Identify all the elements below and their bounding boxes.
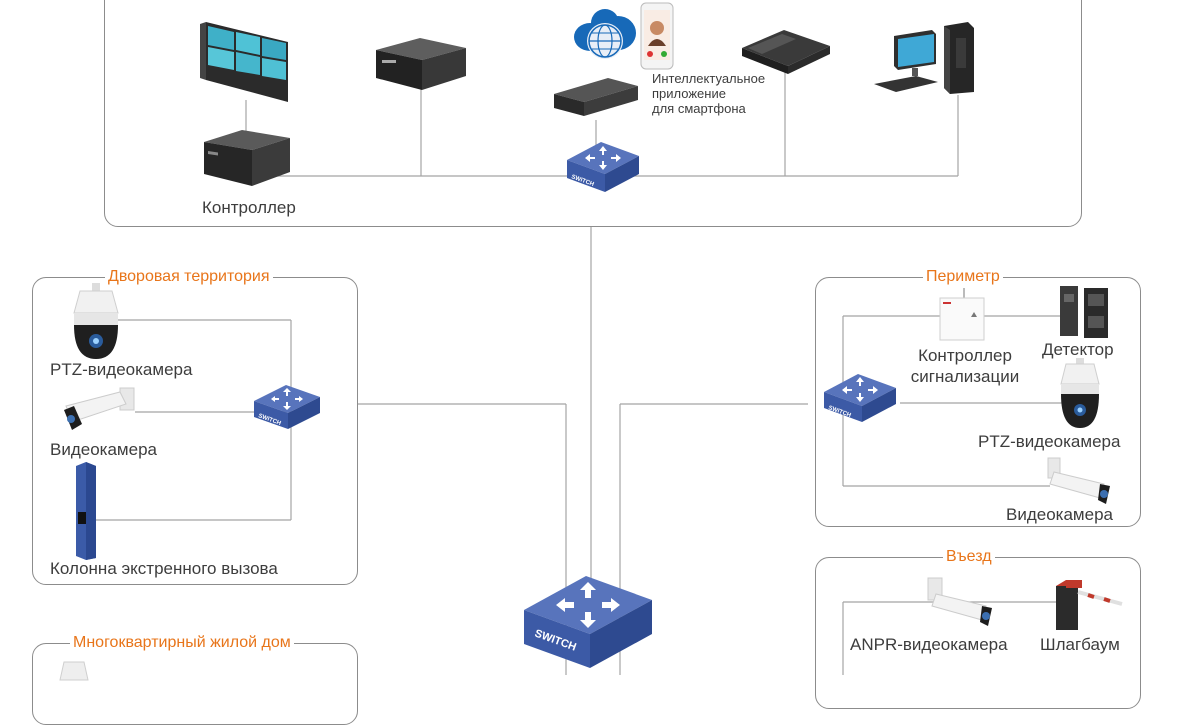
yard-switch-icon: SWITCH: [252, 383, 322, 431]
app-label-line-3: для смартфона: [652, 101, 746, 116]
emergency-column-icon: [72, 462, 100, 560]
barrier-label: Шлагбаум: [1040, 635, 1120, 654]
yard-title: Дворовая территория: [105, 268, 273, 286]
yard-column-label: Колонна экстренного вызова: [50, 559, 278, 578]
perimeter-title: Периметр: [923, 268, 1003, 286]
nvr-icon: [374, 36, 468, 91]
perimeter-ptz-camera-icon: [1058, 358, 1102, 430]
alarm-controller-icon: [938, 288, 986, 342]
desk-console-icon: [740, 28, 832, 76]
top-group-panel: [104, 0, 1082, 227]
perimeter-ptz-label: PTZ-видеокамера: [978, 432, 1121, 451]
perimeter-switch-icon: SWITCH: [822, 372, 898, 424]
alarm-controller-label-2: сигнализации: [910, 367, 1020, 386]
controller-box-icon: [202, 128, 292, 188]
perimeter-camera-label: Видеокамера: [1006, 505, 1113, 524]
ptz-camera-icon: [70, 283, 122, 361]
alarm-controller-label-1: Контроллер: [918, 346, 1012, 365]
bullet-camera-icon: [60, 384, 138, 440]
controller-label: Контроллер: [202, 198, 296, 217]
smartphone-icon: [640, 2, 674, 70]
workstation-icon: [872, 22, 976, 94]
core-switch-icon: SWITCH: [522, 572, 654, 670]
video-wall-icon: [198, 20, 293, 105]
app-label-line-1: Интеллектуальное: [652, 71, 766, 86]
perimeter-bullet-camera-icon: [1044, 456, 1114, 506]
app-label-line-2: приложение: [652, 86, 726, 101]
entrance-title: Въезд: [943, 548, 995, 566]
yard-camera-label: Видеокамера: [50, 440, 157, 459]
rack-server-icon: [552, 76, 640, 124]
apartment-ptz-camera-icon: [56, 660, 92, 681]
apartment-panel: [32, 643, 358, 725]
yard-ptz-label: PTZ-видеокамера: [50, 360, 193, 379]
apartment-title: Многоквартирный жилой дом: [70, 634, 294, 652]
barrier-icon: [1052, 578, 1124, 632]
top-switch-icon: SWITCH: [565, 140, 641, 194]
cloud-globe-icon: [570, 5, 640, 67]
detector-label: Детектор: [1042, 340, 1114, 359]
anpr-camera-icon: [924, 576, 996, 628]
detector-icon: [1058, 284, 1114, 340]
anpr-label: ANPR-видеокамера: [850, 635, 1008, 654]
